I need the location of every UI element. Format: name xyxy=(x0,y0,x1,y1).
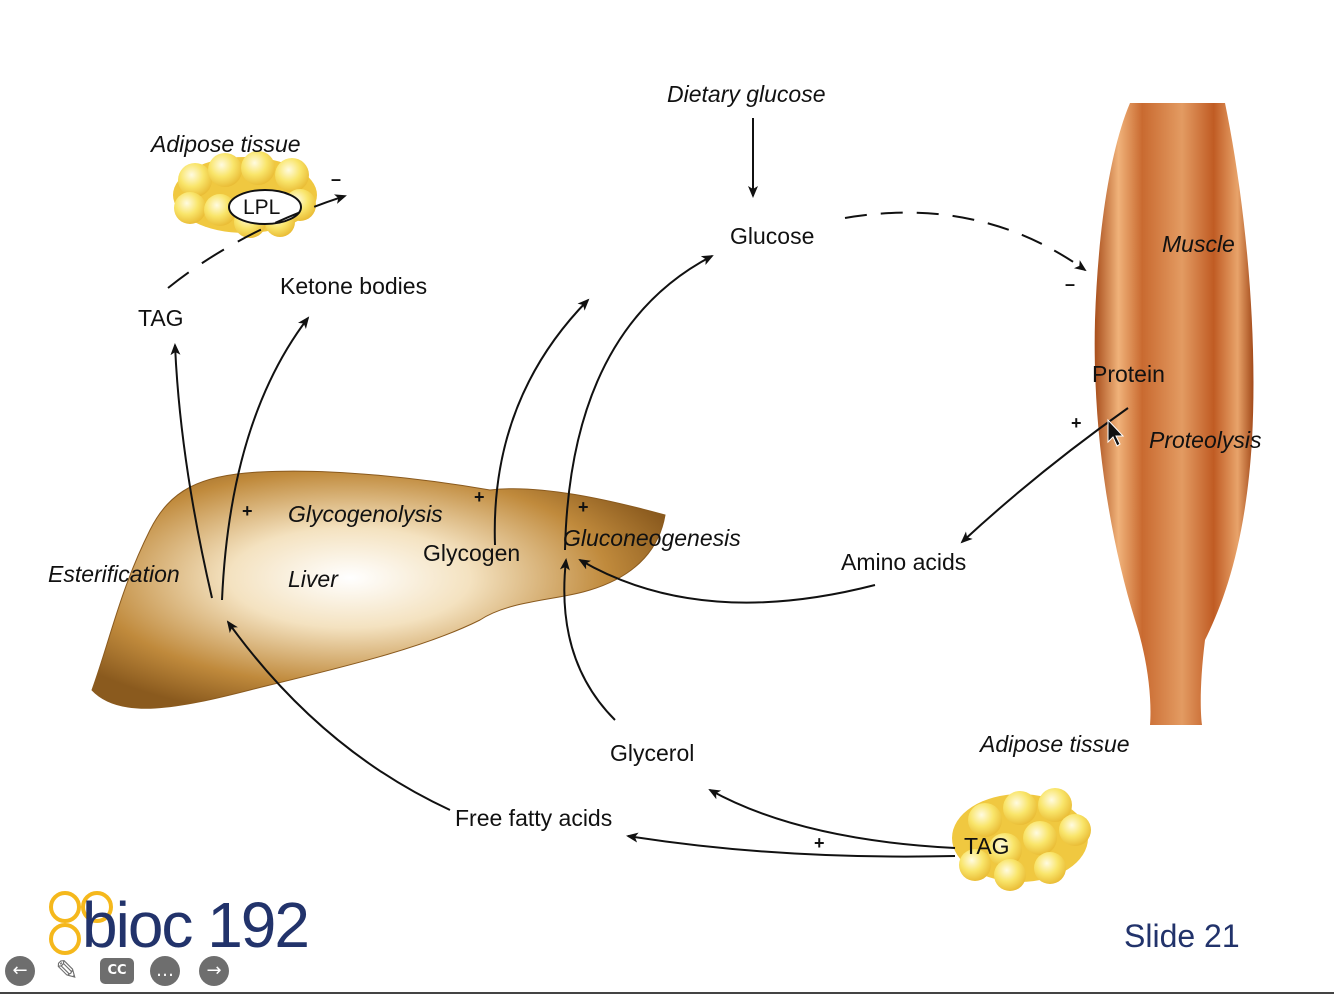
ketone-bodies-label: Ketone bodies xyxy=(280,273,428,299)
muscle-label: Muscle xyxy=(1162,231,1235,257)
lpl-oval xyxy=(228,189,302,225)
plus-sign-gluconeogenesis: + xyxy=(578,497,589,517)
arrow-glycogen-glucose xyxy=(493,298,590,546)
arrow-tag-ffa xyxy=(626,832,956,858)
more-icon: … xyxy=(156,960,174,981)
pen-tool-button[interactable]: ✎ xyxy=(52,956,82,986)
previous-slide-button[interactable]: ← xyxy=(5,956,35,986)
arrow-ffa-esterification xyxy=(226,620,451,811)
free-fatty-acids-label: Free fatty acids xyxy=(455,805,613,831)
bioc192-logo: bioc 192 xyxy=(82,889,310,961)
minus-sign-muscle: – xyxy=(1065,274,1076,294)
mouse-cursor-icon xyxy=(1107,418,1125,447)
protein-label: Protein xyxy=(1092,361,1165,387)
arrow-amino-gluconeogenesis xyxy=(578,558,876,604)
arrow-tag-adipose xyxy=(167,194,347,289)
tag-top-label: TAG xyxy=(138,305,184,331)
proteolysis-label: Proteolysis xyxy=(1149,427,1262,453)
lpl-label: LPL xyxy=(243,196,281,219)
previous-icon: ← xyxy=(12,960,28,981)
amino-acids-label: Amino acids xyxy=(841,549,967,575)
arrow-protein-amino xyxy=(960,407,1129,544)
adipose-tissue-bottom-label: Adipose tissue xyxy=(980,731,1130,757)
glycogenolysis-label: Glycogenolysis xyxy=(288,501,443,527)
slide-number: Slide 21 xyxy=(1124,918,1240,954)
muscle-shape xyxy=(1094,103,1254,725)
glycerol-label: Glycerol xyxy=(610,740,695,766)
liver-label: Liver xyxy=(288,566,338,592)
plus-sign-proteolysis: + xyxy=(1071,413,1082,433)
arrow-glucose-muscle xyxy=(844,211,1087,272)
plus-sign-glycogenolysis: + xyxy=(474,487,485,507)
esterification-label: Esterification xyxy=(48,561,180,587)
glycogen-label: Glycogen xyxy=(423,540,521,566)
minus-sign-lpl: – xyxy=(331,169,342,189)
arrow-tag-glycerol xyxy=(708,789,956,849)
arrow-glycerol-gluconeogenesis xyxy=(559,558,616,721)
next-icon: → xyxy=(206,960,222,981)
glucose-label: Glucose xyxy=(730,223,815,249)
next-slide-button[interactable]: → xyxy=(199,956,229,986)
closed-captions-button[interactable]: CC xyxy=(100,958,134,984)
plus-sign-lipolysis: + xyxy=(814,833,825,853)
arrow-gluconeogenesis-glucose xyxy=(564,255,714,551)
closed-captions-icon: CC xyxy=(107,963,127,978)
arrow-esterification-tag xyxy=(170,343,213,599)
dietary-glucose-label: Dietary glucose xyxy=(667,81,826,107)
tag-bottom-label: TAG xyxy=(964,833,1010,859)
liver-shape xyxy=(91,470,666,709)
more-options-button[interactable]: … xyxy=(150,956,180,986)
logo-clover-icon xyxy=(49,891,113,955)
pen-icon: ✎ xyxy=(55,954,79,987)
plus-sign-ketone: + xyxy=(242,501,253,521)
gluconeogenesis-label: Gluconeogenesis xyxy=(563,525,741,551)
bottom-divider xyxy=(0,992,1334,994)
adipose-tissue-top-label: Adipose tissue xyxy=(151,131,301,157)
arrow-liver-ketone xyxy=(221,316,310,601)
adipose-tissue-bottom xyxy=(952,788,1091,891)
